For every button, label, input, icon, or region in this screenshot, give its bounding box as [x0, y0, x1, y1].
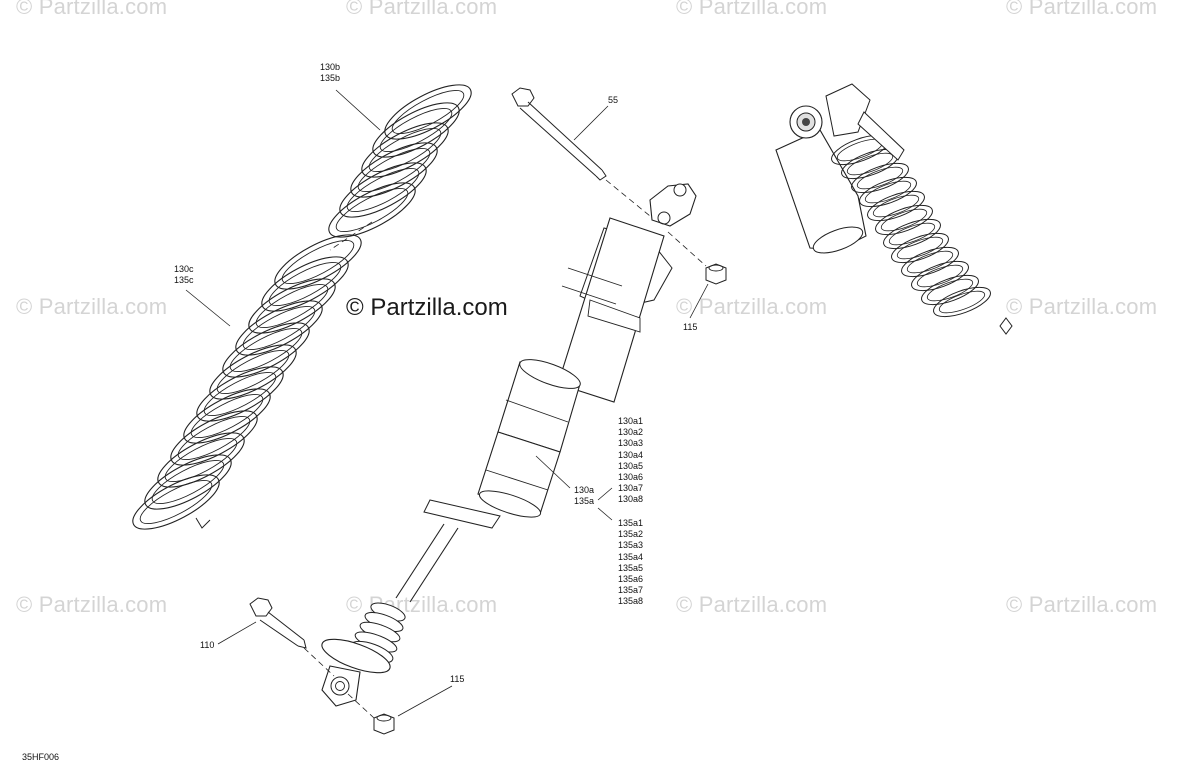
callout-130c: 130c: [174, 264, 194, 274]
diagram-reference-code: 35HF006: [22, 752, 60, 762]
watermark: © Partzilla.com: [346, 0, 498, 19]
watermark: © Partzilla.com: [16, 0, 168, 19]
callout-130a: 130a: [574, 485, 595, 495]
callout-list-135a: 135a1 135a2 135a3 135a4 135a5 135a6 135a…: [618, 518, 643, 608]
watermark: © Partzilla.com: [1006, 294, 1158, 319]
nut-bottom: [373, 713, 395, 735]
watermark: © Partzilla.com: [676, 0, 828, 19]
watermark: © Partzilla.com: [16, 592, 168, 617]
spring-lower-section: [125, 223, 369, 541]
callout-135a7: 135a7: [618, 585, 644, 596]
bolt-bottom: [249, 597, 307, 649]
watermark: © Partzilla.com: [1006, 592, 1158, 617]
watermark: © Partzilla.com: [1006, 0, 1158, 19]
callout-135a6: 135a6: [618, 574, 644, 585]
callout-135a3: 135a3: [618, 540, 644, 551]
nut-top: [705, 263, 727, 285]
callout-130a1: 130a1: [618, 416, 644, 426]
watermark: © Partzilla.com: [676, 592, 828, 617]
callout-115-top: 115: [683, 322, 698, 332]
bolt-top: [511, 87, 607, 181]
callout-55: 55: [608, 95, 619, 105]
callout-130a4: 130a4: [618, 449, 644, 460]
callout-135c: 135c: [174, 275, 194, 285]
callout-130b: 130b: [320, 62, 341, 72]
callout-135a8: 135a8: [618, 596, 644, 607]
callout-130a6: 130a6: [618, 472, 644, 483]
watermark: © Partzilla.com: [16, 294, 168, 319]
callout-130a2: 130a2: [618, 427, 644, 438]
callout-135a5: 135a5: [618, 562, 644, 573]
callout-130a5: 130a5: [618, 460, 644, 471]
callout-135a4: 135a4: [618, 551, 644, 562]
callout-130a7: 130a7: [618, 483, 644, 494]
callout-130a3: 130a3: [618, 438, 644, 449]
leader-lines: [185, 89, 709, 717]
callout-115-bottom: 115: [450, 674, 465, 684]
callout-135a: 135a: [574, 496, 595, 506]
assembled-shock-view: [775, 83, 1013, 335]
callout-list-130a: 130a1 130a2 130a3 130a4 130a5 130a6 130a…: [618, 416, 643, 506]
spring-upper-section: [321, 73, 479, 249]
center-watermark: © Partzilla.com: [346, 294, 508, 321]
callout-110: 110: [200, 640, 215, 650]
callout-135b: 135b: [320, 73, 341, 83]
shock-absorber: [321, 183, 697, 707]
watermark: © Partzilla.com: [676, 294, 828, 319]
callout-130a8: 130a8: [618, 494, 644, 505]
callout-135a2: 135a2: [618, 529, 644, 540]
callout-135a1: 135a1: [618, 518, 644, 528]
